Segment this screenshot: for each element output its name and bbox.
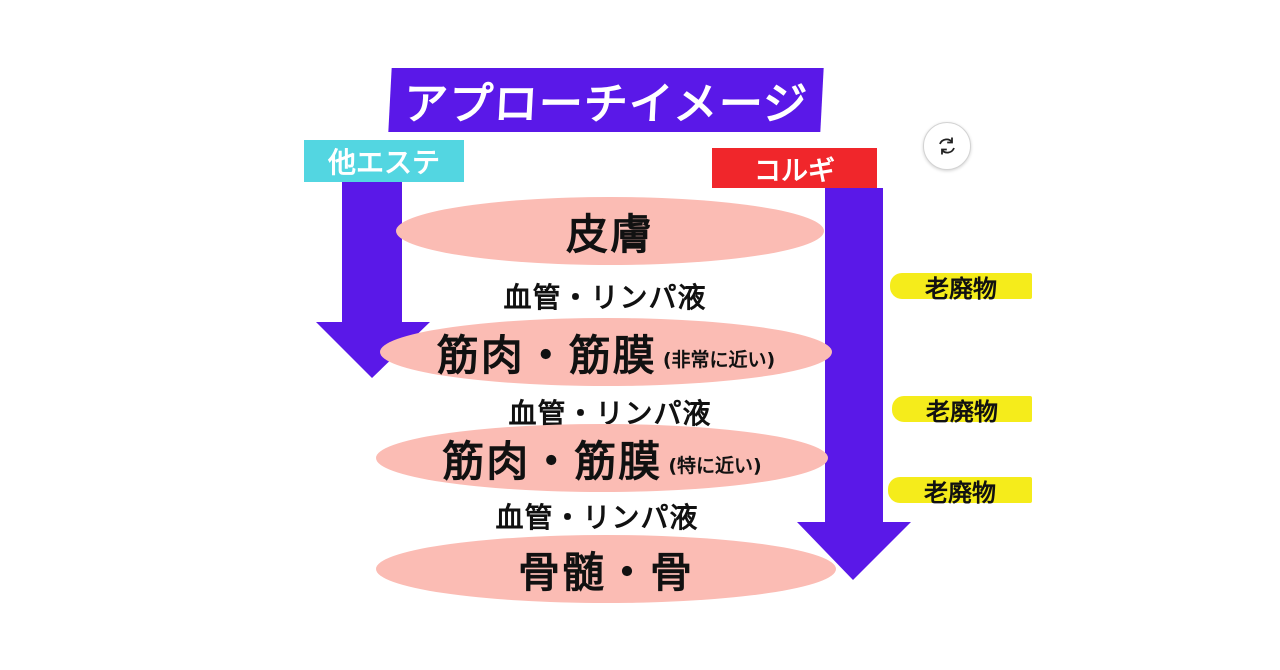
waste-label: 老廃物 — [888, 477, 1032, 507]
refresh-icon — [939, 137, 955, 155]
between-label: 血管・リンパ液 — [495, 501, 699, 534]
layer-bone-marrow: 骨髄・骨 — [376, 535, 836, 603]
between-label: 血管・リンパ液 — [503, 281, 707, 314]
right-method-label: コルギ — [712, 148, 877, 188]
layer-label: 皮膚 — [565, 209, 654, 259]
layer-note: (非常に近い) — [662, 348, 776, 371]
waste-label: 老廃物 — [892, 396, 1032, 426]
left-method-label: 他エステ — [304, 140, 464, 182]
waste-label: 老廃物 — [890, 273, 1032, 303]
diagram-title: アプローチイメージ — [388, 68, 824, 132]
layer-skin: 皮膚 — [396, 197, 824, 265]
layer-note: (特に近い) — [668, 454, 762, 477]
refresh-button[interactable] — [923, 122, 971, 170]
layer-label: 骨髄・骨 — [517, 547, 694, 597]
layer-muscle-fascia-2: 筋肉・筋膜 (特に近い) — [376, 424, 828, 492]
layer-label: 筋肉・筋膜 — [442, 436, 663, 486]
layer-muscle-fascia-1: 筋肉・筋膜 (非常に近い) — [380, 318, 832, 386]
right-depth-arrow — [795, 188, 915, 582]
layer-label: 筋肉・筋膜 — [436, 330, 657, 380]
